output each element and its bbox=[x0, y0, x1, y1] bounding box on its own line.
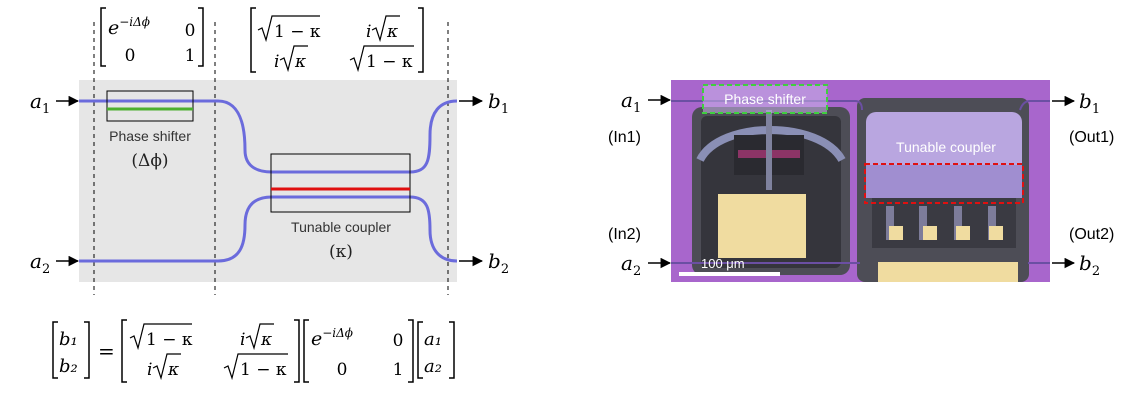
chip-in1-label: (In1) bbox=[608, 129, 641, 146]
coupler-m11-arg: 1 − κ bbox=[274, 22, 321, 42]
eq-coupler-m21-k: κ bbox=[167, 360, 179, 380]
b1-base: b bbox=[488, 89, 501, 113]
phase-m21: 0 bbox=[125, 46, 136, 66]
eq-coupler-m12-k: κ bbox=[260, 330, 272, 350]
output-b1: b1 bbox=[459, 89, 509, 117]
waveguide-top bbox=[79, 99, 458, 174]
svg-text:b1: b1 bbox=[488, 89, 509, 117]
chip-output-b2: b2 bbox=[1052, 251, 1100, 279]
eq-a2: a₂ bbox=[424, 356, 442, 377]
chip-b2-sub: 2 bbox=[1092, 264, 1100, 279]
coupler-matrix: 1 − κ i κ i κ 1 − κ bbox=[250, 7, 424, 73]
coupler-m21-i: i bbox=[274, 52, 279, 72]
eq-coupler-m11: 1 − κ bbox=[146, 330, 193, 350]
svg-text:b2: b2 bbox=[1079, 251, 1100, 279]
schematic-panel: Phase shifter (Δϕ) Tunable coupler (κ) a… bbox=[30, 7, 509, 383]
input-a1: a1 bbox=[30, 89, 80, 117]
eq-b2: b₂ bbox=[59, 356, 78, 377]
phase-shifter-box bbox=[106, 90, 194, 122]
b2-sub: 2 bbox=[501, 262, 509, 277]
chip-waveguide-top bbox=[671, 100, 863, 111]
chip-input-a1: a1 bbox=[621, 88, 672, 116]
chip-phase-shifter-label: Phase shifter bbox=[724, 91, 806, 107]
tunable-coupler-box bbox=[270, 153, 411, 213]
scale-bar-label: 100 μm bbox=[701, 256, 745, 271]
coupler-m12-kappa: κ bbox=[386, 22, 398, 42]
coupler-m21-kappa: κ bbox=[294, 52, 306, 72]
phase-shifter-highlight bbox=[702, 84, 828, 114]
chip-input-a2: a2 bbox=[621, 251, 672, 279]
svg-text:a2: a2 bbox=[621, 251, 641, 279]
eq-phase-m22: 1 bbox=[393, 360, 404, 380]
chip-a1-base: a bbox=[621, 88, 633, 112]
a1-base: a bbox=[30, 89, 42, 113]
phase-m22: 1 bbox=[185, 46, 196, 66]
phase-m12: 0 bbox=[185, 21, 196, 41]
tunable-coupler-highlight bbox=[864, 163, 1024, 204]
chip-output-b1: b1 bbox=[1052, 89, 1100, 117]
tunable-coupler-symbol: (κ) bbox=[329, 242, 353, 262]
svg-text:b2: b2 bbox=[488, 249, 509, 277]
a2-base: a bbox=[30, 249, 42, 273]
eq-a1: a₁ bbox=[424, 329, 442, 350]
svg-text:a1: a1 bbox=[621, 88, 641, 116]
eq-phase-m12: 0 bbox=[393, 331, 404, 351]
eq-coupler-m12-i: i bbox=[240, 330, 245, 350]
chip-b2-base: b bbox=[1079, 251, 1092, 275]
chip-waveguide-top-out bbox=[1019, 100, 1050, 111]
svg-text:a2: a2 bbox=[30, 249, 50, 277]
chip-out1-label: (Out1) bbox=[1069, 129, 1114, 146]
chip-a2-base: a bbox=[621, 251, 633, 275]
chip-photo: Phase shifter Tunable coupler 100 μm a1 … bbox=[608, 80, 1114, 282]
input-a2: a2 bbox=[30, 249, 80, 277]
phase-matrix: e−iΔϕ 0 0 1 bbox=[100, 7, 204, 67]
schematic-background bbox=[79, 80, 457, 282]
chip-in2-label: (In2) bbox=[608, 226, 641, 243]
coupler-m22-arg: 1 − κ bbox=[366, 52, 413, 72]
coupler-m12-i: i bbox=[366, 22, 371, 42]
tunable-coupler-label: Tunable coupler bbox=[291, 219, 391, 235]
svg-text:e−iΔϕ: e−iΔϕ bbox=[311, 326, 353, 350]
phase-m11-sup: −iΔϕ bbox=[119, 15, 150, 29]
chip-out2-label: (Out2) bbox=[1069, 226, 1114, 243]
transfer-equation: b₁ b₂ = 1 − κ i κ i κ 1 − κ e−iΔϕ 0 0 1 bbox=[52, 319, 455, 383]
phase-m11-base: e bbox=[108, 17, 119, 39]
b2-base: b bbox=[488, 249, 501, 273]
eq-coupler-m21-i: i bbox=[147, 360, 152, 380]
svg-text:e−iΔϕ: e−iΔϕ bbox=[108, 15, 150, 39]
chip-a1-sub: 1 bbox=[633, 101, 641, 116]
eq-b1: b₁ bbox=[59, 329, 78, 350]
output-b2: b2 bbox=[459, 249, 509, 277]
chip-b1-base: b bbox=[1079, 89, 1092, 113]
eq-phase-m11-base: e bbox=[311, 328, 322, 350]
svg-text:a1: a1 bbox=[30, 89, 50, 117]
phase-shifter-device bbox=[692, 107, 850, 275]
svg-text:b1: b1 bbox=[1079, 89, 1100, 117]
b1-sub: 1 bbox=[501, 102, 509, 117]
coupler-device bbox=[857, 98, 1029, 282]
eq-equals: = bbox=[98, 339, 115, 363]
chip-b1-sub: 1 bbox=[1092, 102, 1100, 117]
chip-a2-sub: 2 bbox=[633, 264, 641, 279]
phase-shifter-symbol: (Δϕ) bbox=[131, 151, 168, 171]
eq-phase-m21: 0 bbox=[337, 360, 348, 380]
chip-tunable-coupler-label: Tunable coupler bbox=[896, 139, 996, 155]
eq-coupler-m22: 1 − κ bbox=[240, 360, 287, 380]
phase-shifter-label: Phase shifter bbox=[109, 128, 191, 144]
phase-pad bbox=[718, 194, 806, 258]
waveguide-bottom bbox=[79, 195, 458, 263]
a2-sub: 2 bbox=[42, 262, 50, 277]
coupler-pad bbox=[878, 262, 1018, 282]
a1-sub: 1 bbox=[42, 102, 50, 117]
eq-phase-m11-sup: −iΔϕ bbox=[322, 326, 353, 340]
